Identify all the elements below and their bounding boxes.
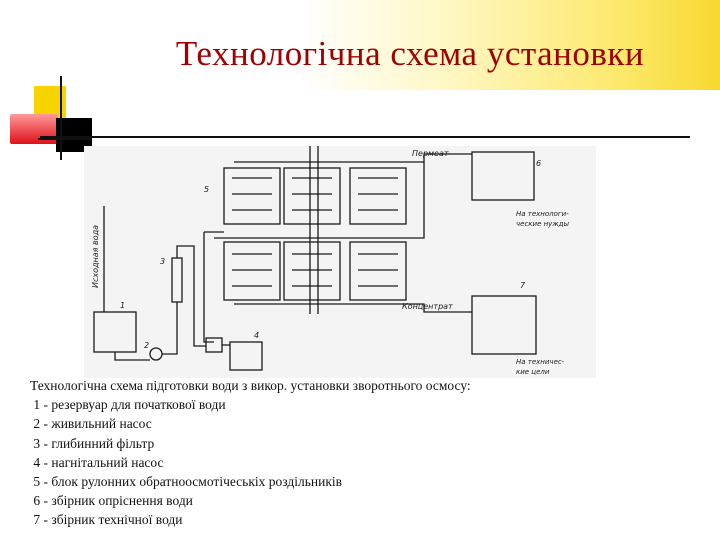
pump-4	[229, 341, 263, 371]
module-block	[349, 167, 407, 225]
caption-item: 3 - глибинний фільтр	[30, 435, 155, 451]
caption-heading: Технологічна схема підготовки води з вик…	[30, 378, 471, 393]
tank1-to-pump-pipe	[114, 352, 150, 361]
tank-7	[471, 295, 537, 355]
label-permeate: Пермеат	[412, 149, 449, 158]
module-block	[223, 167, 281, 225]
label-tech-needs-1: На технологи-	[516, 210, 569, 218]
tank-6	[471, 151, 535, 201]
label-n2: 2	[144, 341, 149, 350]
header-rule	[40, 136, 690, 138]
central-header-pipes	[309, 146, 319, 314]
process-schematic: Пермеат Концентрат На технологи- ческие …	[84, 146, 596, 378]
caption-item: 1 - резервуар для початкової води	[30, 397, 226, 413]
label-n5: 5	[204, 185, 209, 194]
label-concentrate: Концентрат	[402, 302, 453, 311]
label-n7: 7	[520, 281, 526, 290]
label-source-water: Исходная вода	[91, 225, 100, 288]
permeate-line	[234, 153, 472, 163]
ornament-vertical-line	[60, 76, 62, 160]
lower-module-group	[223, 241, 407, 301]
label-tech-needs-2: ческие нужды	[516, 220, 569, 228]
concentrate-line	[234, 303, 472, 313]
ornament-horizontal-line	[38, 138, 92, 140]
module-block	[283, 167, 341, 225]
label-tech-goals-1: На техничес-	[516, 358, 565, 366]
feed-line	[203, 231, 224, 343]
label-n1: 1	[120, 301, 125, 310]
caption-item: 2 - живильний насос	[30, 416, 152, 432]
corner-ornament	[0, 70, 100, 165]
caption-item: 4 - нагнітальний насос	[30, 454, 164, 470]
module-block	[223, 241, 281, 301]
upper-module-group	[223, 167, 407, 225]
label-tech-goals-2: кие цели	[516, 368, 550, 376]
label-n4: 4	[254, 331, 259, 340]
title-banner	[300, 0, 720, 90]
caption-item: 7 - збірник технічної води	[30, 512, 183, 528]
caption-item: 5 - блок рулонних обратноосмотічеськіх р…	[30, 474, 343, 490]
module-block	[283, 241, 341, 301]
label-n6: 6	[536, 159, 541, 168]
module-block	[349, 241, 407, 301]
process-diagram: Пермеат Концентрат На технологи- ческие …	[84, 146, 596, 378]
label-n3: 3	[160, 257, 165, 266]
caption-block: Технологічна схема підготовки води з вик…	[30, 376, 690, 530]
filter-to-pump4-pipe	[176, 245, 206, 347]
caption-item: 6 - збірник опріснення води	[30, 493, 193, 509]
pump-to-filter-pipe	[162, 302, 178, 355]
permeate-branch	[214, 162, 425, 239]
slide-title: Технологічна схема установки	[175, 34, 645, 73]
